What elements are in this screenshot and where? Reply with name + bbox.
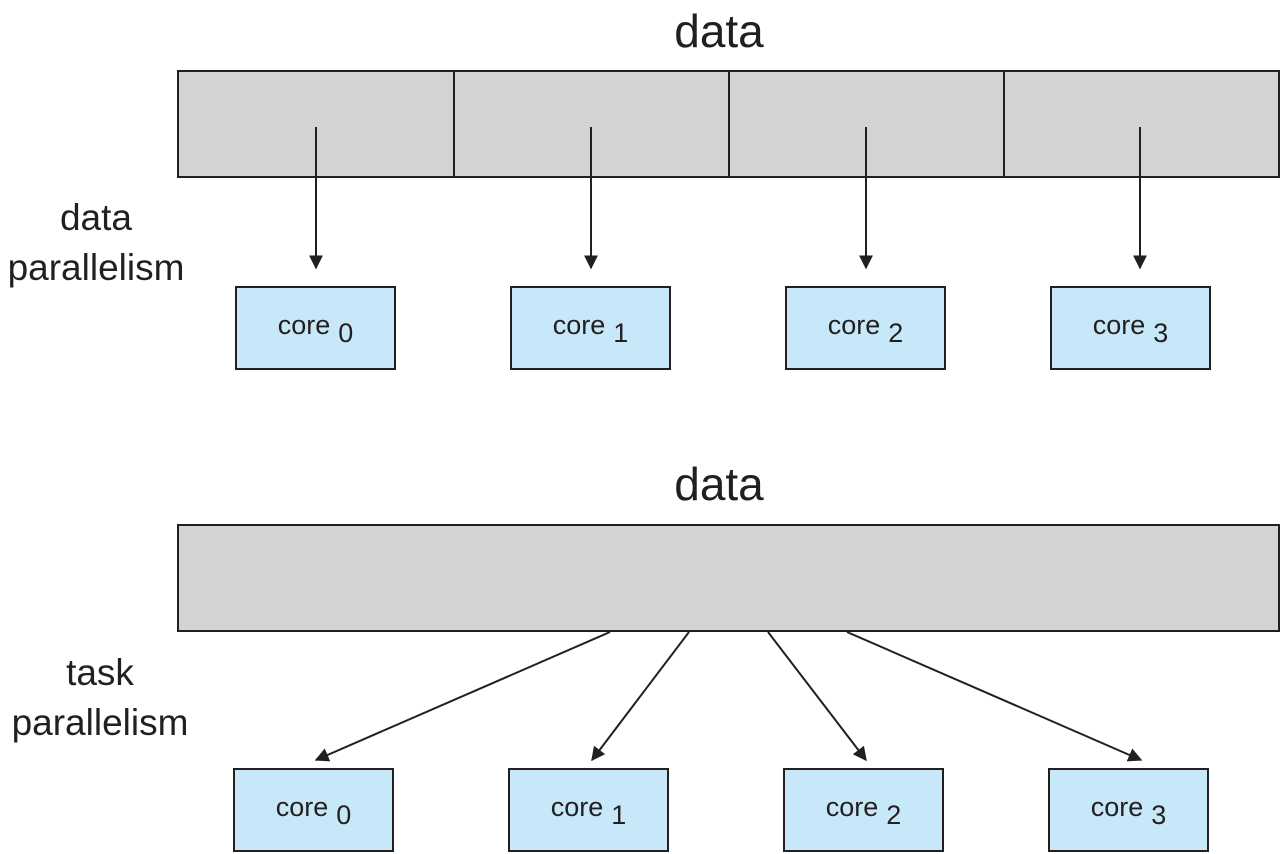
core-number: 0 xyxy=(336,800,352,830)
bottom-arrow-3 xyxy=(846,631,1143,762)
core-word: core xyxy=(552,310,606,340)
core-word: core xyxy=(550,792,604,822)
core-word: core xyxy=(825,792,879,822)
core-word: core xyxy=(1092,310,1146,340)
bottom-data-block xyxy=(177,524,1280,632)
core-word: core xyxy=(1090,792,1144,822)
top-data-array xyxy=(177,70,1280,178)
core-number: 0 xyxy=(338,318,354,348)
bottom-data-title: data xyxy=(674,458,764,510)
data-parallelism-label-line-1: data xyxy=(59,197,132,238)
core-number: 3 xyxy=(1151,800,1167,830)
data-segment-divider xyxy=(728,72,730,176)
task-parallelism-label-line-2: parallelism xyxy=(11,702,189,743)
data-segment-divider xyxy=(453,72,455,176)
task-parallelism-label: task parallelism xyxy=(0,648,200,748)
core-word: core xyxy=(277,310,331,340)
core-word: core xyxy=(275,792,329,822)
core-number: 1 xyxy=(611,800,627,830)
bottom-arrow-0 xyxy=(314,631,611,762)
bottom-arrow-2 xyxy=(767,631,867,762)
bottom-arrow-1 xyxy=(591,631,690,762)
top-data-title: data xyxy=(674,5,764,57)
core-word: core xyxy=(827,310,881,340)
task-parallelism-label-line-1: task xyxy=(66,652,134,693)
core-number: 2 xyxy=(888,318,904,348)
core-number: 3 xyxy=(1153,318,1169,348)
core-number: 1 xyxy=(613,318,629,348)
data-parallelism-label: data parallelism xyxy=(0,193,192,293)
core-number: 2 xyxy=(886,800,902,830)
data-parallelism-label-line-2: parallelism xyxy=(7,247,185,288)
data-segment-divider xyxy=(1003,72,1005,176)
